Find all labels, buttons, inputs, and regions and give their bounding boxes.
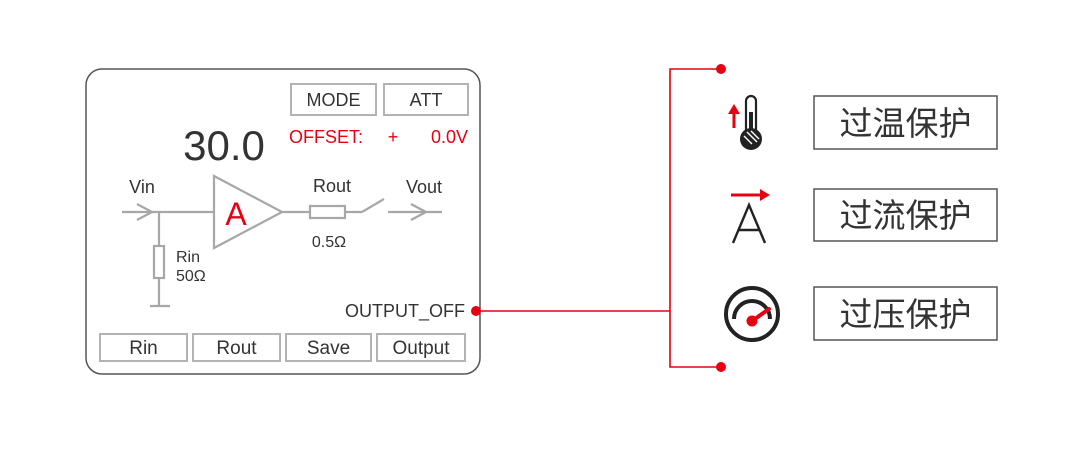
softkey-save-label: Save — [307, 338, 350, 359]
connector-dot-output — [471, 306, 481, 316]
over-temperature-thermometer-icon — [728, 94, 762, 150]
softkey-save[interactable]: Save — [285, 333, 372, 362]
rin-value: 50Ω — [176, 268, 206, 285]
connector-dot-bottom — [716, 362, 726, 372]
mode-button-label: MODE — [307, 90, 361, 110]
over-voltage-gauge-icon — [724, 286, 780, 342]
protection-label-text: 过压保护 — [840, 295, 972, 334]
offset-label: OFFSET: — [289, 127, 363, 147]
protection-label-text: 过温保护 — [840, 104, 972, 143]
mode-button[interactable]: MODE — [290, 83, 377, 116]
amplifier-triangle — [212, 174, 285, 250]
vout-label: Vout — [406, 177, 442, 197]
protection-label-text: 过流保护 — [840, 196, 972, 235]
vin-label: Vin — [129, 177, 155, 197]
connector-dot-top — [716, 64, 726, 74]
softkey-rout[interactable]: Rout — [192, 333, 281, 362]
protection-label-over-current: 过流保护 — [813, 188, 998, 242]
circuit-schematic — [122, 174, 442, 308]
softkey-rin-label: Rin — [129, 338, 158, 359]
rout-value: 0.5Ω — [312, 234, 346, 251]
offset-value: 0.0V — [431, 127, 468, 147]
rin-label: Rin — [176, 249, 200, 266]
att-button-label: ATT — [410, 90, 443, 110]
softkey-output-label: Output — [392, 338, 450, 359]
connector-lines — [476, 68, 721, 368]
softkey-rin[interactable]: Rin — [99, 333, 188, 362]
amplifier-symbol: A — [225, 196, 247, 232]
protection-label-over-temperature: 过温保护 — [813, 95, 998, 150]
readout-value: 30.0 — [183, 122, 265, 169]
softkey-rout-label: Rout — [216, 338, 257, 359]
softkey-output[interactable]: Output — [376, 333, 466, 362]
att-button[interactable]: ATT — [383, 83, 469, 116]
rout-label: Rout — [313, 176, 351, 196]
offset-sign: + — [388, 127, 399, 147]
output-status: OUTPUT_OFF — [345, 301, 465, 322]
instrument-screen — [85, 68, 481, 375]
output-switch — [361, 198, 385, 213]
protection-label-over-voltage: 过压保护 — [813, 286, 998, 341]
over-current-ampere-icon — [731, 189, 770, 244]
